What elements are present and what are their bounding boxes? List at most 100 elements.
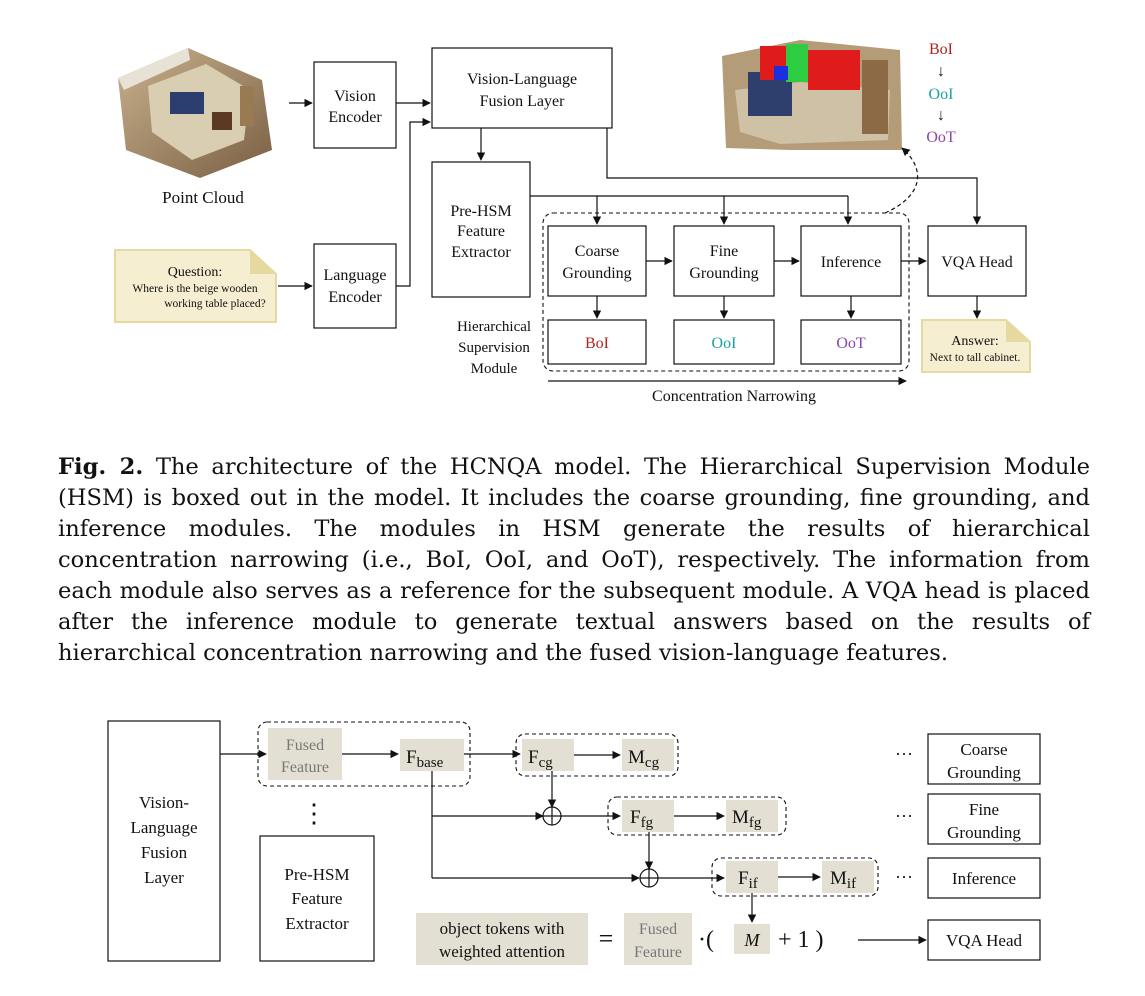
dots-fine: ···	[895, 806, 913, 826]
formula-fused-feature-box	[624, 913, 692, 965]
fusion-layer-box	[431, 47, 613, 129]
f-base-box	[400, 739, 464, 771]
vqa-head-box	[927, 225, 1027, 297]
scene-result-image	[722, 40, 902, 150]
bottom-coarse-box	[927, 733, 1041, 785]
fused-feature-line-1: Fused	[286, 737, 324, 754]
fine-grounding-box	[673, 225, 775, 297]
pre-hsm-box	[431, 161, 531, 298]
answer-text: Next to tall cabinet.	[930, 352, 1021, 364]
coarse-grounding-line-1: Coarse	[575, 243, 619, 260]
formula-fused-line-1: Fused	[639, 921, 677, 938]
fusion-layer-line-2: Fusion Layer	[480, 93, 566, 110]
m-italic-label: M	[744, 930, 761, 950]
pre-hsm-line-1: Pre-HSM	[450, 203, 511, 220]
dots-coarse: ···	[895, 744, 913, 764]
hsm-region	[542, 212, 910, 372]
point-cloud-label: Point Cloud	[162, 188, 244, 207]
fine-grounding-line-1: Fine	[710, 243, 738, 260]
f-cg-label: Fcg	[528, 747, 553, 771]
bottom-fusion-layer-box	[107, 720, 221, 962]
concentration-label: Concentration Narrowing	[652, 388, 816, 405]
vision-encoder-line-1: Vision	[334, 88, 376, 105]
language-encoder-line-1: Language	[323, 267, 386, 284]
fine-grounding-line-2: Grounding	[689, 265, 758, 282]
f-fg-box	[622, 800, 674, 832]
bottom-fusion-line-3: Fusion	[141, 843, 188, 862]
bottom-pre-hsm-box	[259, 835, 375, 962]
object-tokens-line-2: weighted attention	[439, 942, 566, 961]
bottom-fusion-line-1: Vision-	[139, 793, 189, 812]
object-tokens-line-1: object tokens with	[440, 919, 565, 938]
hsm-label-line-1: Hierarchical	[457, 319, 531, 335]
legend-oot: OoT	[926, 129, 956, 146]
formula-fused-line-2: Feature	[634, 944, 682, 961]
coarse-grounding-box	[547, 225, 647, 297]
ooi-box	[673, 319, 775, 365]
bottom-connectors	[220, 749, 927, 945]
question-line-1: Where is the beige wooden	[132, 283, 257, 295]
f-if-label: Fif	[738, 868, 758, 892]
question-title: Question:	[168, 265, 222, 280]
bottom-coarse-line-1: Coarse	[960, 740, 1007, 759]
ooi-label: OoI	[712, 335, 737, 352]
bottom-fusion-line-2: Language	[130, 818, 197, 837]
bottom-vqa-head-box	[927, 919, 1041, 961]
m-fg-box	[726, 800, 778, 832]
caption-text: The architecture of the HCNQA model. The…	[58, 454, 1090, 666]
boi-box	[547, 319, 647, 365]
f-if-box	[726, 861, 778, 893]
m-cg-box	[622, 739, 674, 771]
f-fg-label: Ffg	[630, 807, 654, 831]
fused-feature-box	[268, 728, 342, 780]
inference-label: Inference	[821, 254, 881, 271]
object-tokens-box	[416, 913, 588, 965]
question-line-2: working table placed?	[164, 298, 266, 310]
pre-hsm-line-2: Feature	[457, 223, 505, 240]
dots-inference: ···	[895, 867, 913, 887]
vision-encoder-line-2: Encoder	[328, 109, 382, 126]
bottom-pre-hsm-line-3: Extractor	[285, 914, 349, 933]
bottom-inference-label: Inference	[952, 869, 1016, 888]
m-if-box	[822, 861, 874, 893]
if-group	[711, 857, 879, 897]
figure-caption: Fig. 2. The architecture of the HCNQA mo…	[58, 452, 1090, 669]
bottom-fusion-line-4: Layer	[144, 868, 184, 887]
bottom-inference-box	[927, 857, 1041, 899]
bottom-pre-hsm-line-2: Feature	[292, 889, 343, 908]
bottom-fine-line-2: Grounding	[947, 823, 1021, 842]
m-cg-label: Mcg	[628, 747, 660, 771]
language-encoder-box	[313, 243, 397, 329]
bottom-vqa-head-label: VQA Head	[946, 931, 1023, 950]
legend-arrow-2: ↓	[937, 107, 945, 124]
m-if-label: Mif	[830, 868, 856, 892]
oot-label: OoT	[836, 335, 866, 352]
legend-arrow-1: ↓	[937, 63, 945, 80]
bottom-fine-line-1: Fine	[969, 800, 999, 819]
answer-note	[921, 319, 1031, 373]
equals-sign: =	[599, 924, 614, 953]
f-base-label: Fbase	[406, 747, 444, 771]
question-note	[114, 249, 277, 323]
bottom-pre-hsm-line-1: Pre-HSM	[284, 865, 349, 884]
legend-boi: BoI	[929, 41, 953, 58]
m-italic-box	[734, 924, 770, 954]
vqa-head-label: VQA Head	[941, 254, 1013, 271]
fusion-layer-line-1: Vision-Language	[467, 71, 577, 88]
pre-hsm-line-3: Extractor	[451, 244, 511, 261]
oot-box	[800, 319, 902, 365]
legend-ooi: OoI	[929, 86, 954, 103]
boi-label: BoI	[585, 335, 609, 352]
plus-one: + 1 )	[778, 927, 824, 953]
m-fg-label: Mfg	[732, 807, 762, 831]
vision-encoder-box	[313, 61, 397, 149]
inference-box	[800, 225, 902, 297]
vertical-ellipsis: ⋮	[301, 799, 327, 828]
hsm-label-line-2: Supervision	[458, 340, 530, 356]
bottom-fine-box	[927, 793, 1041, 845]
fused-feature-line-2: Feature	[281, 759, 329, 776]
point-cloud-image	[118, 48, 272, 178]
hsm-label-line-3: Module	[471, 361, 518, 377]
answer-title: Answer:	[951, 334, 998, 349]
